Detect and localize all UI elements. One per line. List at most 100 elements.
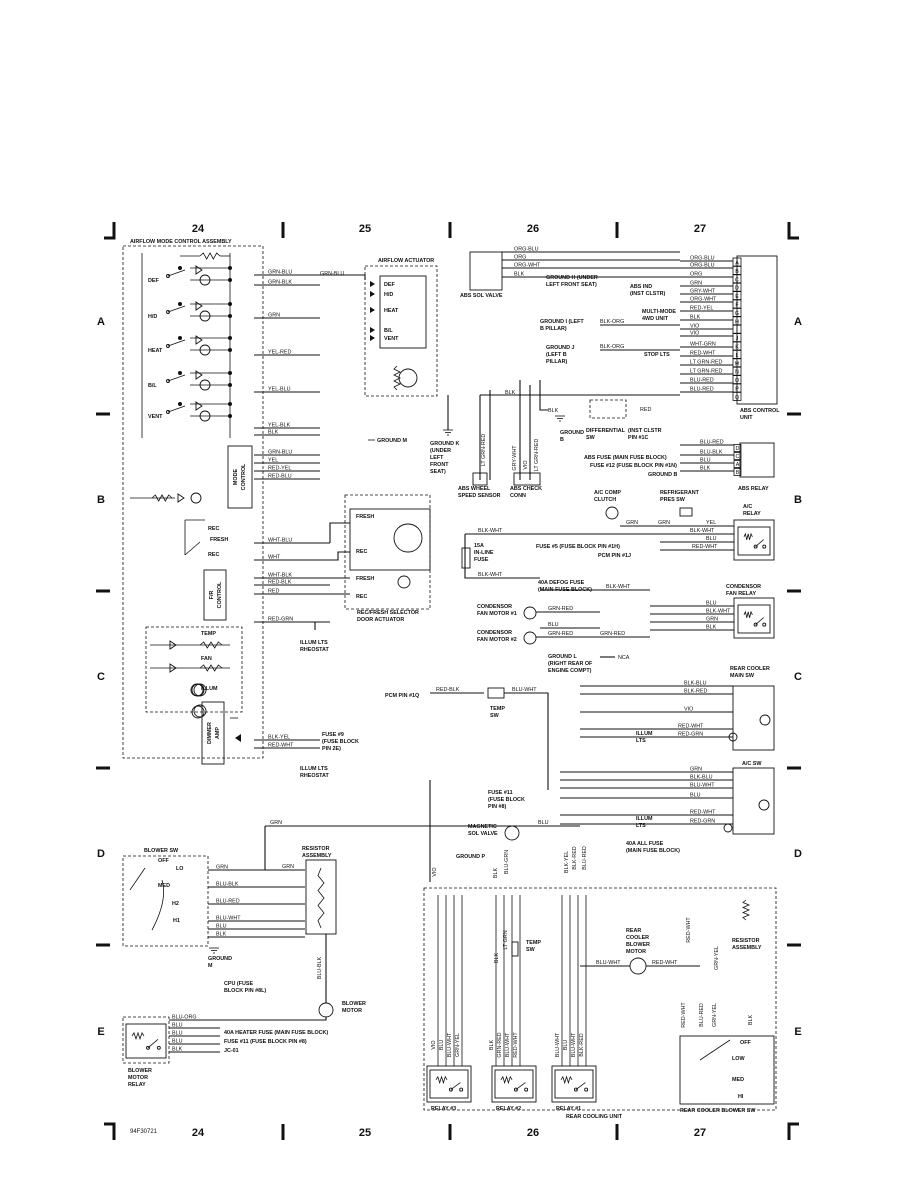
inline-fuse-wire [464, 534, 540, 579]
abs-pin-2: C [735, 277, 739, 283]
mode-dot-a-3 [228, 371, 232, 375]
ac-wire-label-7: BLK-WHT [478, 572, 503, 578]
rec-label-2: REC [208, 552, 219, 558]
rear-temp-sw-box [487, 687, 505, 699]
rear-cooler-main-label-1: MAIN SW [730, 673, 755, 679]
actuator-inner [379, 275, 427, 349]
abs-pin-14: O [735, 378, 739, 384]
rear-blkred-label: BLK-RED [572, 846, 578, 869]
fuse5-label: FUSE #5 (FUSE BLOCK PIN #1H) [536, 544, 620, 550]
abs-right-label-1: ORG-BLU [690, 263, 715, 269]
abs-relay-pin-box-0 [733, 444, 742, 452]
resistor-assembly-label-0: RESISTOR [302, 846, 330, 852]
rear-illum-lts-label-a-1: LTS [636, 738, 646, 744]
dimmer-wire-label-0: BLK-YEL [268, 735, 290, 741]
relay-symbol-1-contact [515, 1082, 526, 1090]
magnetic-sol-valve-label-0: MAGNETIC [468, 824, 497, 830]
blower-wire-label-grn2: GRN [282, 864, 294, 870]
grid-col-top-0: 24 [192, 223, 205, 235]
rear-unit-wire-label-4: BLK [489, 1040, 495, 1051]
grid-row-left-4: E [97, 1026, 104, 1038]
blower-relay-symbol-c1 [146, 1045, 150, 1050]
rear-illum-lts-label-b-1: LTS [636, 823, 646, 829]
grid-row-left-3: D [97, 848, 105, 860]
abs-fuse-label: ABS FUSE (MAIN FUSE BLOCK) [584, 455, 667, 461]
fuse11b-label: FUSE #11 (FUSE BLOCK PIN #8) [224, 1039, 307, 1045]
rf-wire-route-b [330, 551, 350, 561]
dimmer-label-0: DIMMER [207, 722, 213, 744]
abs-lower-label-0: BLK [505, 390, 516, 396]
blower-label-0: OFF [158, 858, 169, 864]
rear-temp-sw-label-0: TEMP [490, 706, 505, 712]
ground-i-label-1: B PILLAR) [540, 326, 567, 332]
rear-blkyel-label: BLK-YEL [564, 851, 570, 873]
abs-ind-label-1: (INST CLSTR) [630, 291, 666, 297]
ac-relay-label-1: RELAY [743, 511, 761, 517]
rear-main-wire-label-4: RED-GRN [678, 732, 703, 738]
ac-sw-illum [723, 823, 733, 833]
mode-dot-b-3 [228, 383, 232, 387]
mode-switch-0 [167, 269, 186, 277]
blower-label-3: H2 [172, 901, 179, 907]
condensor-fan-motor-1-label-0: CONDENSOR [477, 604, 512, 610]
rear-cooling-unit-label: REAR COOLING UNIT [566, 1114, 623, 1120]
abs-wheel-sensor-label-0: ABS WHEEL [458, 486, 491, 492]
relay-symbol-1-c2 [524, 1087, 529, 1092]
airflow-assembly-box [122, 245, 264, 759]
blower-wire-label-2: BLU-RED [216, 899, 240, 905]
rear-resistor-zig [741, 899, 751, 921]
rear-blower-label-1: LOW [732, 1056, 745, 1062]
blower-relay-wire-label-3: BLU [172, 1039, 183, 1045]
pcm-1q-wire-label: RED-BLK [436, 687, 460, 693]
dimmer-wire-label-1: RED-WHT [268, 743, 294, 749]
abs-relay-wire-label-1: BLU-BLK [700, 450, 723, 456]
relay-symbol-0-c2 [459, 1087, 464, 1092]
fuse9-label-1: (FUSE BLOCK [322, 739, 359, 745]
illum-rheostat-label-1: RHEOSTAT [300, 647, 330, 653]
relay-box-0 [426, 1065, 472, 1103]
abs-lower-label-4: VIO [523, 460, 529, 469]
abs-lower-label-5: LT GRN-RED [534, 439, 540, 472]
abs-sol-valve-label: ABS SOL VALVE [460, 293, 503, 299]
rec-resistor [151, 494, 173, 502]
rec-fresh-title-0: REC/FRESH SELECTOR [357, 610, 419, 616]
relay-symbol-2-contact [575, 1082, 586, 1090]
rear-blower-label-0: OFF [740, 1040, 751, 1046]
blower-motor-label-1: MOTOR [342, 1008, 362, 1014]
abs-lower-v5 [539, 380, 548, 411]
illum-bulb-c [190, 683, 204, 697]
ground-j-label-2: PILLAR) [546, 359, 567, 365]
rear-unit-grnyel-label-b: GRN-YEL [712, 1003, 718, 1027]
rear-unit-wire-label-5: GRN-RED [497, 1032, 503, 1057]
rear-unit-wire-label-2: BLU-WHT [447, 1032, 453, 1057]
airflow-wire-label-4: YEL-BLU [268, 387, 291, 393]
grid-col-bottom-0: 24 [192, 1127, 205, 1139]
rec-fresh-motor [393, 523, 423, 553]
actuator-label-2: HEAT [384, 308, 399, 314]
relay-symbol-2-coil [560, 1075, 573, 1085]
fr-control-label-1: CONTROL [217, 581, 223, 608]
ac-relay-box [733, 519, 775, 561]
inst-clstr-label-0: (INST CLSTR [628, 428, 662, 434]
actuator-pin-1 [370, 291, 375, 297]
rear-blower-switch [699, 1039, 731, 1061]
rear-blower-sw-box [679, 1035, 775, 1105]
abs-pin-0: A [735, 261, 739, 267]
rear-resistor-label-1: ASSEMBLY [732, 945, 762, 951]
abs-pin-4: E [735, 294, 739, 300]
fuse9-label-2: PIN 2E) [322, 746, 341, 752]
cpu-label-1: BLOCK PIN #8L) [224, 988, 266, 994]
rear-blower-sw-label: REAR COOLER BLOWER SW [680, 1108, 756, 1114]
relay-symbol-2 [554, 1069, 594, 1099]
dimmer-label-1: AMP [215, 727, 221, 739]
mode-switch-pivot-1 [166, 310, 170, 314]
blower-label-2: MED [158, 883, 170, 889]
relay-label-0: RELAY #3 [431, 1106, 456, 1112]
rec-led [177, 493, 185, 503]
rear-unit-wire-label-6: BLU-WHT [505, 1032, 511, 1057]
abs-pin-10: K [735, 345, 739, 351]
abs-relay-wire-label-3: BLK [700, 466, 711, 472]
rear-temp-sw2-label-1: SW [526, 947, 536, 953]
rear-vio-label: VIO [432, 867, 438, 876]
recfresh-wire-label-4: RED [268, 589, 279, 595]
